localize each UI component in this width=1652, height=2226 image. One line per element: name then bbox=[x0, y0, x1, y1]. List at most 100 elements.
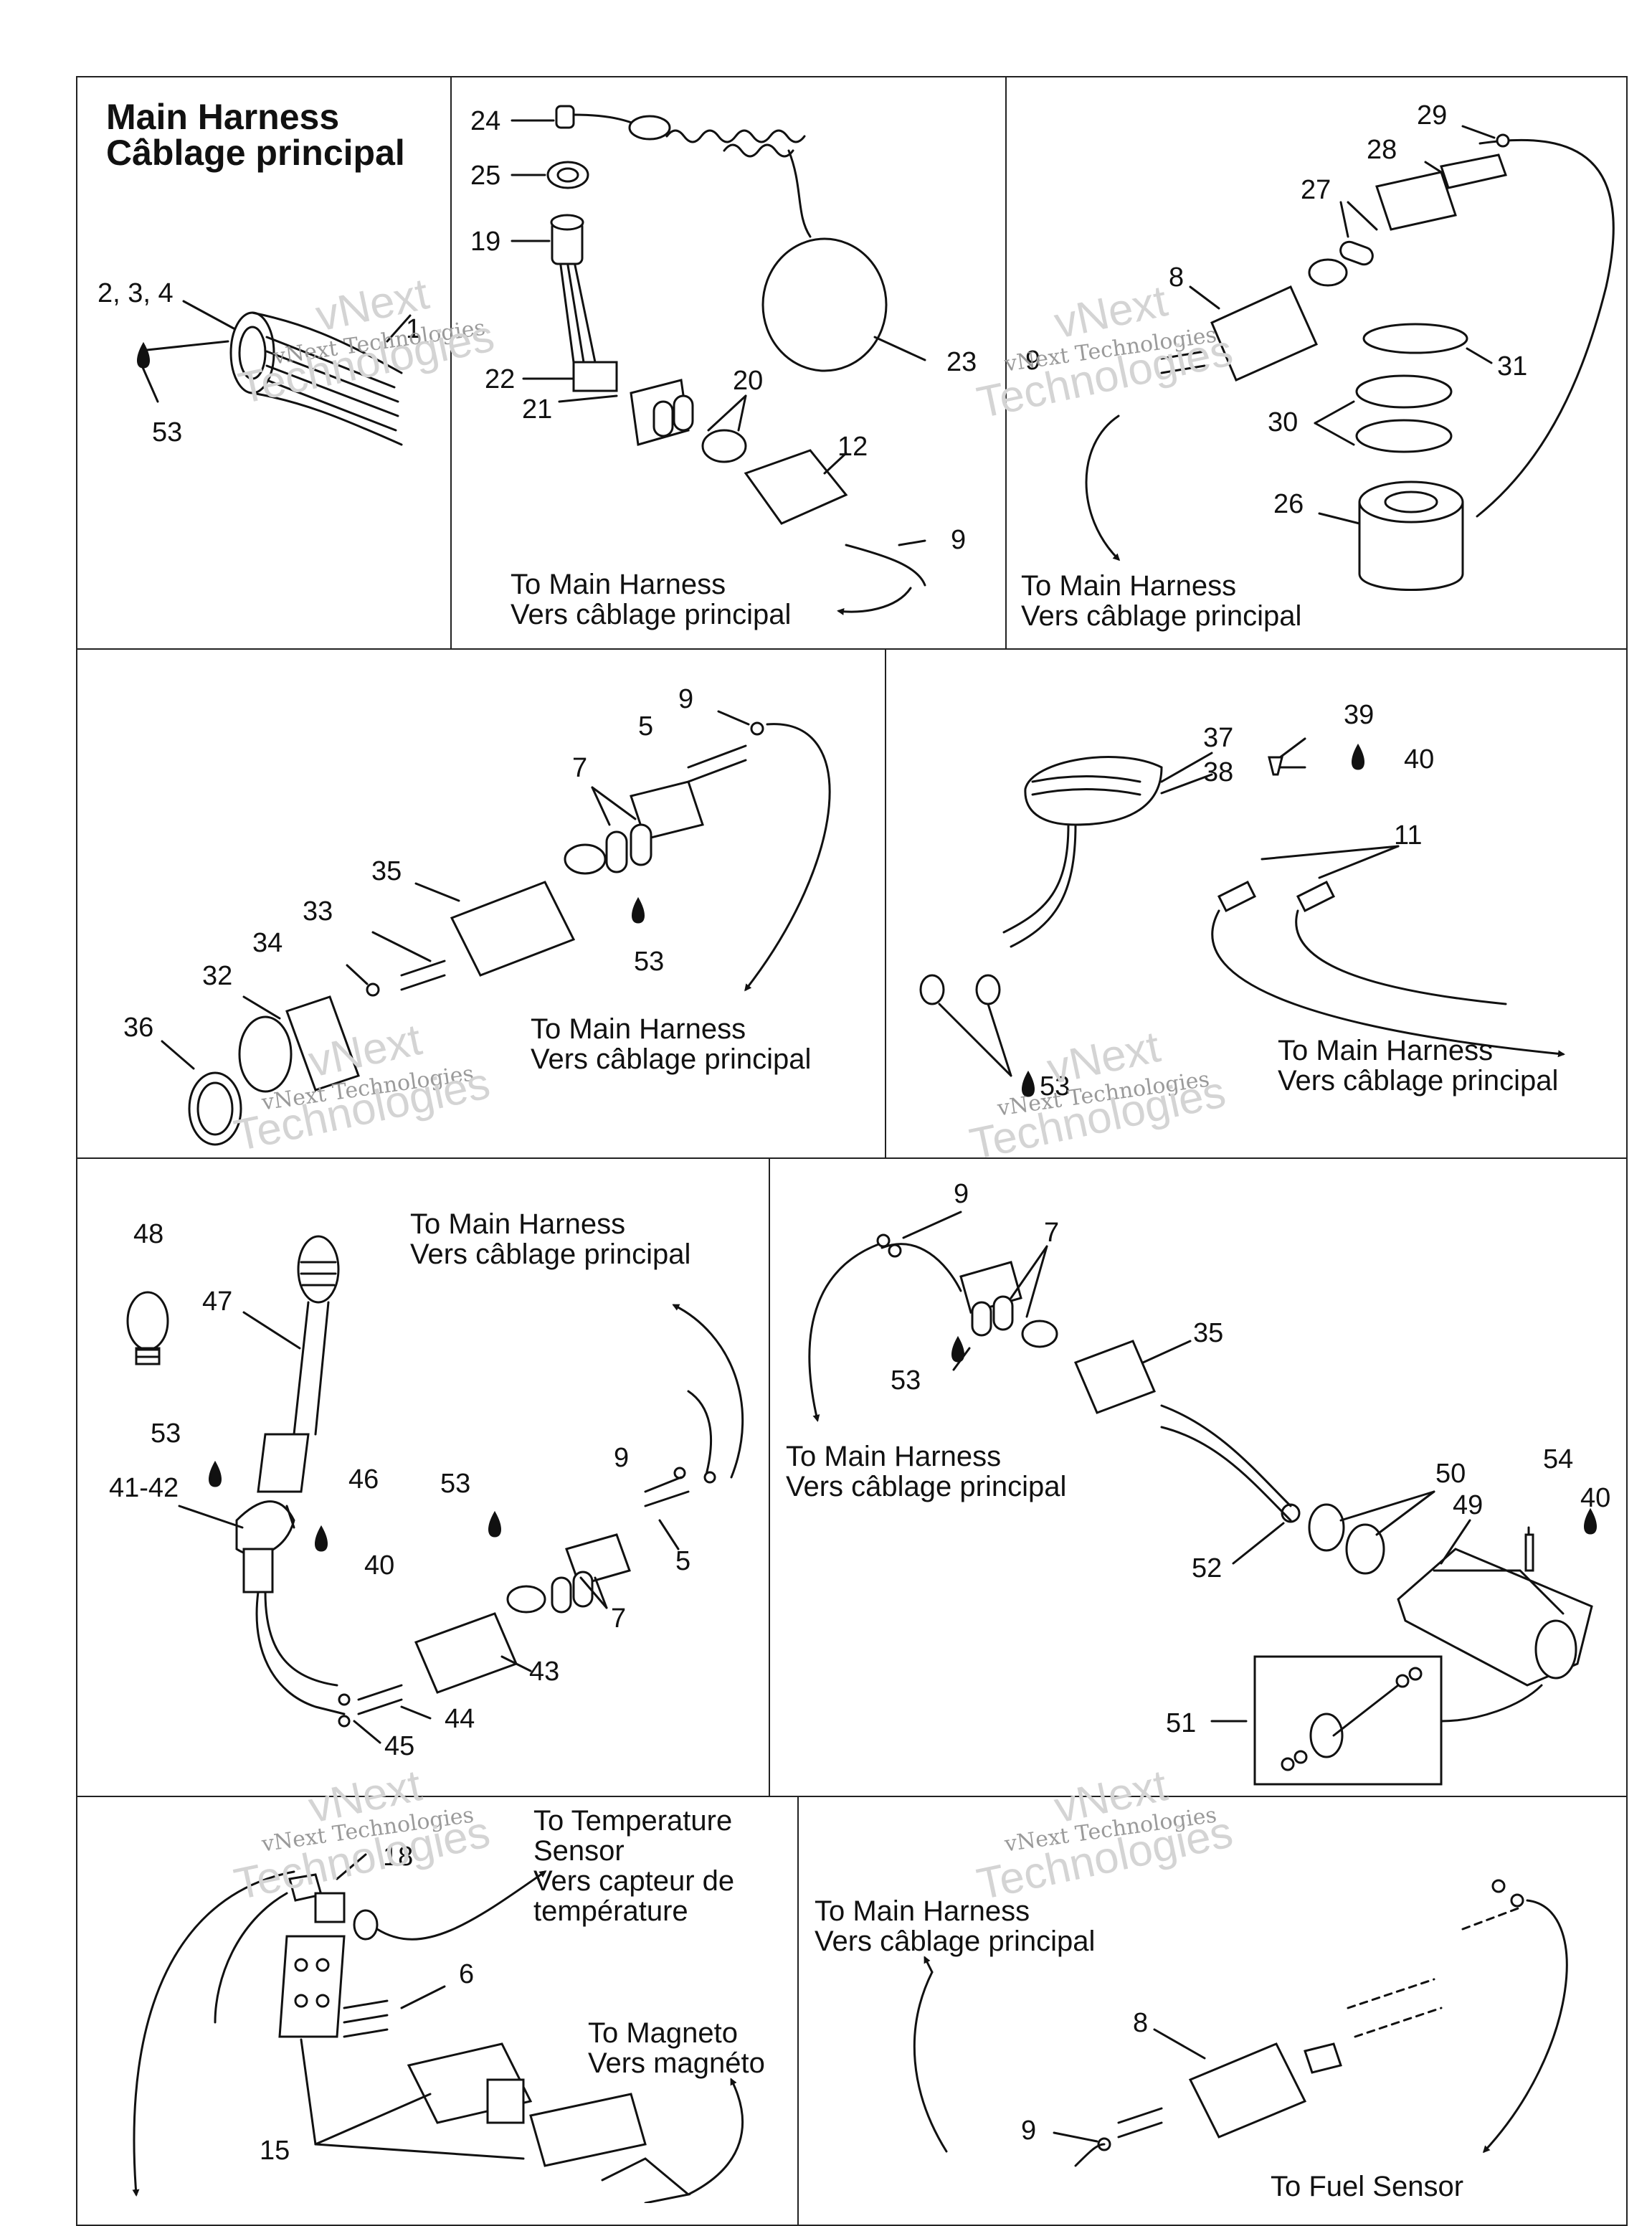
callout-12: 12 bbox=[837, 432, 868, 462]
destination-temperature-en-1: To Temperature bbox=[533, 1805, 733, 1837]
callout-47: 47 bbox=[202, 1287, 233, 1317]
callout-50: 50 bbox=[1435, 1459, 1466, 1489]
oil-drop-icon bbox=[1353, 746, 1364, 769]
panel-tether-cord bbox=[450, 76, 1007, 650]
callout-1: 1 bbox=[406, 314, 422, 344]
callout-21: 21 bbox=[522, 394, 553, 425]
callout-30: 30 bbox=[1268, 407, 1299, 437]
callout-23: 23 bbox=[946, 347, 977, 377]
destination-main-harness-fr: Vers câblage principal bbox=[786, 1471, 1067, 1502]
callout-9: 9 bbox=[1025, 346, 1041, 376]
callout-53: 53 bbox=[1040, 1071, 1071, 1102]
panel-fuel-sensor bbox=[797, 1796, 1628, 2226]
oil-drop-icon bbox=[953, 1338, 964, 1361]
page-title-en: Main Harness bbox=[106, 97, 340, 137]
callout-8: 8 bbox=[1169, 262, 1185, 293]
temperature-magneto-drawing bbox=[132, 1855, 743, 2203]
destination-main-harness-en: To Main Harness bbox=[1278, 1035, 1494, 1066]
callout-45: 45 bbox=[384, 1731, 415, 1761]
callout-24: 24 bbox=[470, 106, 501, 136]
oil-drop-icon bbox=[316, 1528, 327, 1550]
callout-29: 29 bbox=[1417, 100, 1448, 131]
callout-11: 11 bbox=[1394, 820, 1423, 851]
callout-9: 9 bbox=[614, 1443, 630, 1473]
callout-53: 53 bbox=[891, 1365, 921, 1396]
callout-35: 35 bbox=[1193, 1318, 1224, 1348]
callout-54: 54 bbox=[1543, 1444, 1574, 1474]
callout-2-3-4: 2, 3, 4 bbox=[98, 278, 174, 308]
callout-46: 46 bbox=[348, 1464, 379, 1495]
destination-main-harness-en: To Main Harness bbox=[1021, 570, 1237, 602]
callout-39: 39 bbox=[1344, 700, 1375, 730]
trim-switch-drawing bbox=[810, 1212, 1592, 1784]
callout-36: 36 bbox=[123, 1013, 154, 1043]
destination-main-harness-en: To Main Harness bbox=[410, 1208, 626, 1240]
panel-navigation-light bbox=[76, 1157, 770, 1797]
callout-40: 40 bbox=[364, 1550, 395, 1581]
page-title-fr: Câblage principal bbox=[106, 133, 405, 173]
oil-drop-icon bbox=[210, 1463, 221, 1486]
callout-9: 9 bbox=[1021, 2116, 1037, 2146]
callout-53: 53 bbox=[151, 1419, 181, 1449]
destination-main-harness-fr: Vers câblage principal bbox=[1278, 1065, 1559, 1097]
callout-38: 38 bbox=[1203, 757, 1234, 787]
gauge-connector-drawing bbox=[162, 711, 830, 1145]
destination-main-harness-fr: Vers câblage principal bbox=[531, 1043, 812, 1075]
callout-33: 33 bbox=[303, 896, 333, 927]
callout-52: 52 bbox=[1192, 1553, 1223, 1583]
callout-44: 44 bbox=[445, 1704, 475, 1734]
callout-48: 48 bbox=[133, 1219, 164, 1249]
destination-main-harness-en: To Main Harness bbox=[511, 569, 726, 600]
callout-9: 9 bbox=[678, 684, 694, 714]
destination-main-harness-fr: Vers câblage principal bbox=[815, 1926, 1096, 1957]
fuel-gauge-connector-drawing bbox=[1086, 126, 1613, 590]
callout-18: 18 bbox=[383, 1842, 414, 1872]
panel-trim-switch bbox=[769, 1157, 1628, 1797]
callout-41-42: 41-42 bbox=[109, 1473, 179, 1503]
destination-main-harness-fr: Vers câblage principal bbox=[410, 1238, 691, 1270]
callout-51: 51 bbox=[1166, 1708, 1197, 1738]
callout-7: 7 bbox=[611, 1604, 627, 1634]
callout-9: 9 bbox=[951, 525, 967, 555]
callout-7: 7 bbox=[1044, 1218, 1060, 1248]
callout-49: 49 bbox=[1453, 1490, 1484, 1520]
callout-28: 28 bbox=[1367, 135, 1397, 165]
callout-40: 40 bbox=[1404, 744, 1435, 775]
callout-34: 34 bbox=[252, 928, 283, 958]
destination-main-harness-fr: Vers câblage principal bbox=[1021, 600, 1302, 632]
callout-32: 32 bbox=[202, 961, 233, 991]
destination-magneto-fr: Vers magnéto bbox=[588, 2047, 765, 2079]
callout-37: 37 bbox=[1203, 723, 1234, 753]
callout-22: 22 bbox=[485, 364, 516, 394]
destination-main-harness-en: To Main Harness bbox=[531, 1013, 746, 1045]
callout-35: 35 bbox=[371, 856, 402, 886]
callout-8: 8 bbox=[1133, 2008, 1149, 2038]
callout-5: 5 bbox=[638, 711, 654, 742]
destination-main-harness-en: To Main Harness bbox=[815, 1895, 1030, 1927]
callout-53: 53 bbox=[634, 947, 665, 977]
oil-drop-icon bbox=[1023, 1073, 1034, 1096]
callout-26: 26 bbox=[1273, 489, 1304, 519]
horn-drawing bbox=[921, 739, 1565, 1076]
callout-20: 20 bbox=[733, 366, 764, 396]
callout-19: 19 bbox=[470, 227, 501, 257]
oil-drop-icon bbox=[490, 1513, 500, 1536]
callout-27: 27 bbox=[1301, 175, 1331, 205]
callout-43: 43 bbox=[529, 1657, 560, 1687]
destination-temperature-fr-2: température bbox=[533, 1895, 688, 1927]
callout-25: 25 bbox=[470, 161, 501, 191]
callout-31: 31 bbox=[1497, 351, 1528, 382]
oil-drop-icon bbox=[633, 899, 644, 922]
oil-drop-icon bbox=[1585, 1510, 1596, 1533]
tether-cord-drawing bbox=[512, 106, 925, 615]
callout-53: 53 bbox=[440, 1469, 471, 1499]
callout-9: 9 bbox=[954, 1179, 969, 1209]
navigation-light-drawing bbox=[128, 1236, 743, 1743]
callout-15: 15 bbox=[260, 2136, 290, 2166]
destination-temperature-en-2: Sensor bbox=[533, 1835, 625, 1867]
destination-magneto-en: To Magneto bbox=[588, 2017, 739, 2049]
panel-temperature-magneto bbox=[76, 1796, 799, 2226]
callout-5: 5 bbox=[675, 1546, 691, 1576]
destination-main-harness-fr: Vers câblage principal bbox=[511, 599, 792, 630]
